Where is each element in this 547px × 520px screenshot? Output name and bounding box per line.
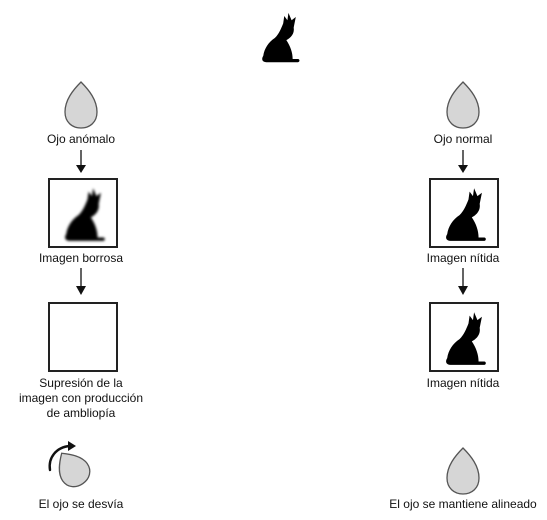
- aligned-eye-icon: [445, 446, 481, 496]
- arrow-down-icon: [457, 150, 469, 174]
- blurry-image-box: [48, 178, 118, 248]
- eye-icon: [63, 80, 99, 130]
- sharp-image-label: Imagen nítida: [403, 251, 523, 266]
- arrow-down-icon: [75, 150, 87, 174]
- sharp-image-box: [429, 302, 499, 372]
- sharp-image-label: Imagen nítida: [403, 376, 523, 391]
- cat-icon: [258, 7, 300, 67]
- anomalous-eye-label: Ojo anómalo: [31, 132, 131, 147]
- eye-icon: [445, 80, 481, 130]
- normal-eye-label: Ojo normal: [413, 132, 513, 147]
- suppression-label-line-3: de ambliopía: [11, 406, 151, 421]
- suppressed-image-box: [48, 302, 118, 372]
- arrow-down-icon: [75, 268, 87, 296]
- eye-deviates-label: El ojo se desvía: [16, 497, 146, 512]
- rotation-arrow-icon: [42, 440, 94, 490]
- sharp-image-box: [429, 178, 499, 248]
- suppression-label-line-1: Supresión de la: [11, 376, 151, 391]
- eye-aligned-label: El ojo se mantiene alineado: [383, 497, 543, 512]
- suppression-label-line-2: imagen con producción: [11, 391, 151, 406]
- blurry-image-label: Imagen borrosa: [21, 251, 141, 266]
- arrow-down-icon: [457, 268, 469, 296]
